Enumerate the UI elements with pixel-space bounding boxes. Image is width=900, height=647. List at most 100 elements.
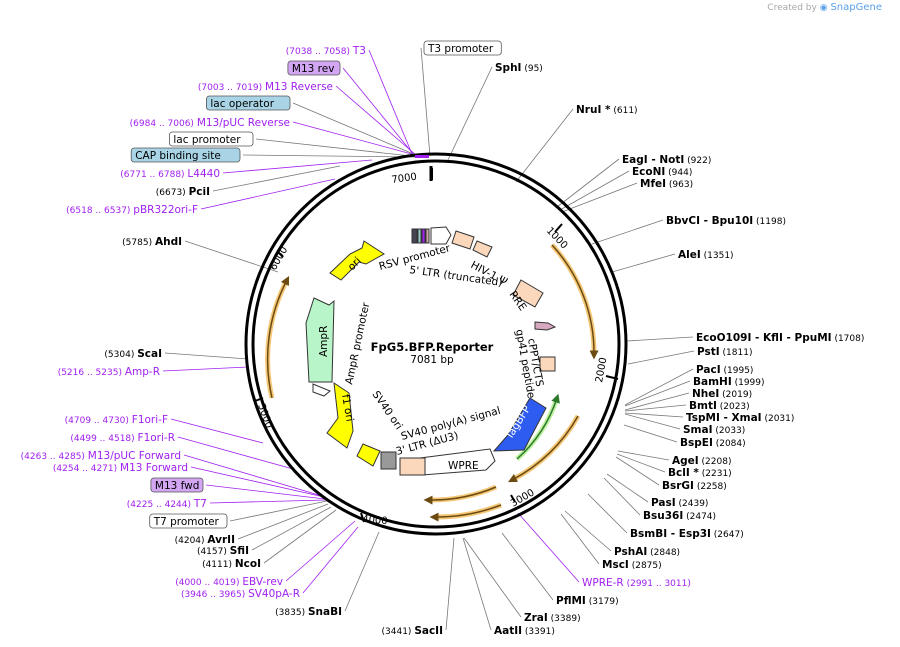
label-m13rev[interactable]: M13 rev xyxy=(287,60,341,76)
label-m13puc[interactable]: (6984 .. 7006) M13/pUC Reverse xyxy=(130,117,290,129)
label-pos-f1orir: (4499 .. 4518) xyxy=(70,434,137,444)
label-text-f1orif: (4709 .. 4730) F1ori-F xyxy=(65,414,168,426)
rre-block xyxy=(512,279,544,308)
label-m13f[interactable]: (4254 .. 4271) M13 Forward xyxy=(53,462,188,474)
label-bmti[interactable]: BmtI (2023) xyxy=(689,400,750,412)
label-nrui[interactable]: NruI * (611) xyxy=(576,104,638,116)
label-text-t3: (7038 .. 7058) T3 xyxy=(286,45,366,57)
label-text-snabi: (3835) SnaBI xyxy=(275,606,342,618)
label-bsrgi[interactable]: BsrGI (2258) xyxy=(662,480,727,492)
label-m13fwd[interactable]: M13 fwd xyxy=(150,477,204,493)
label-t3[interactable]: (7038 .. 7058) T3 xyxy=(286,45,366,57)
label-m13reverse[interactable]: (7003 .. 7019) M13 Reverse xyxy=(198,81,333,93)
label-alei[interactable]: AleI (1351) xyxy=(678,249,734,261)
label-sv40pa[interactable]: (3946 .. 3965) SV40pA-R xyxy=(181,588,300,600)
label-text-wprer: WPRE-R (2991 .. 3011) xyxy=(582,577,691,589)
label-scai[interactable]: (5304) ScaI xyxy=(104,348,162,360)
label-text-t7: (4225 .. 4244) T7 xyxy=(127,498,207,510)
label-sphi[interactable]: SphI (95) xyxy=(495,62,543,74)
label-pos-bamhi: (1999) xyxy=(732,378,765,388)
label-t7prom[interactable]: T7 promoter xyxy=(149,513,228,529)
label-l4440[interactable]: (6771 .. 6788) L4440 xyxy=(120,168,220,180)
label-t3prom[interactable]: T3 promoter xyxy=(423,40,502,56)
label-text-t3prom: T3 promoter xyxy=(427,43,494,55)
label-sv40ori: SV40 ori xyxy=(370,389,405,432)
label-name-bbvci: BbvCI - Bpu10I xyxy=(666,215,753,227)
label-bcli[interactable]: BclI * (2231) xyxy=(668,467,732,479)
label-eagi[interactable]: EagI - NotI (922) xyxy=(622,154,711,166)
ltr5-block xyxy=(451,230,475,250)
label-smai[interactable]: SmaI (2033) xyxy=(683,424,745,436)
leader-ncoi xyxy=(263,509,337,564)
label-pcii[interactable]: (6673) PciI xyxy=(156,186,210,198)
label-name-bsrgi: BsrGI xyxy=(662,480,694,492)
leader-lacop xyxy=(292,102,419,157)
leader-t3 xyxy=(368,49,413,155)
label-snabi[interactable]: (3835) SnaBI xyxy=(275,606,342,618)
label-sacii[interactable]: (3441) SacII xyxy=(382,625,443,637)
label-text-aatii: AatII (3391) xyxy=(494,625,555,637)
label-psti[interactable]: PstI (1811) xyxy=(697,346,752,358)
leader-bbvci xyxy=(591,219,664,245)
label-text-ahdi: (5785) AhdI xyxy=(122,236,182,248)
label-name-ebv: EBV-rev xyxy=(242,576,283,588)
label-pos-sacii: (3441) xyxy=(382,627,415,637)
label-pos-aatii: (3391) xyxy=(522,627,555,637)
leader-m13rev xyxy=(342,67,415,156)
label-name-bcli: BclI * xyxy=(668,467,699,479)
label-ebv[interactable]: (4000 .. 4019) EBV-rev xyxy=(175,576,283,588)
leader-nhei xyxy=(624,392,690,411)
snapgene-logo-icon: ◉ xyxy=(819,3,828,13)
label-text-pshai: PshAI (2848) xyxy=(614,546,680,558)
leader-ahdi xyxy=(184,240,279,273)
leader-cap xyxy=(242,154,416,158)
label-econi[interactable]: EcoNI (944) xyxy=(632,166,692,178)
label-aatii[interactable]: AatII (3391) xyxy=(494,625,555,637)
label-agei[interactable]: AgeI (2208) xyxy=(672,455,731,467)
label-nhei[interactable]: NheI (2019) xyxy=(692,388,752,400)
label-zrai[interactable]: ZraI (3389) xyxy=(524,612,581,624)
label-f1orif[interactable]: (4709 .. 4730) F1ori-F xyxy=(65,414,168,426)
leader-tspmi xyxy=(624,412,684,418)
label-pflmi[interactable]: PflMI (3179) xyxy=(556,595,619,607)
label-pasi[interactable]: PasI (2439) xyxy=(651,497,708,509)
label-bsu36i[interactable]: Bsu36I (2474) xyxy=(643,510,716,522)
label-pos-econi: (944) xyxy=(665,168,692,178)
label-name-snabi: SnaBI xyxy=(308,606,342,618)
label-ecoo[interactable]: EcoO109I - KflI - PpuMI (1708) xyxy=(696,332,864,344)
label-lacop[interactable]: lac operator xyxy=(205,95,291,111)
label-pos-wprer: (2991 .. 3011) xyxy=(624,579,691,589)
label-ncoi[interactable]: (4111) NcoI xyxy=(202,558,261,570)
label-bspei[interactable]: BspEI (2084) xyxy=(680,437,746,449)
label-bbvci[interactable]: BbvCI - Bpu10I (1198) xyxy=(666,215,786,227)
label-wprer[interactable]: WPRE-R (2991 .. 3011) xyxy=(582,577,691,589)
label-tspmi[interactable]: TspMI - XmaI (2031) xyxy=(686,412,794,424)
label-msci[interactable]: MscI (2875) xyxy=(602,559,662,571)
label-name-tspmi: TspMI - XmaI xyxy=(686,412,762,424)
label-f1orir[interactable]: (4499 .. 4518) F1ori-R xyxy=(70,432,175,444)
label-sfii[interactable]: (4157) SfiI xyxy=(197,545,249,557)
label-avrii[interactable]: (4204) AvrII xyxy=(175,534,235,546)
label-pos-bbvci: (1198) xyxy=(753,217,786,227)
label-pbr[interactable]: (6518 .. 6537) pBR322ori-F xyxy=(66,204,198,216)
label-pos-nrui: (611) xyxy=(611,106,638,116)
label-text-pasi: PasI (2439) xyxy=(651,497,708,509)
label-mfei[interactable]: MfeI (963) xyxy=(640,178,693,190)
label-text-m13f: (4254 .. 4271) M13 Forward xyxy=(53,462,188,474)
label-bsmbi[interactable]: BsmBI - Esp3I (2647) xyxy=(630,528,744,540)
psi-block xyxy=(472,240,493,258)
leader-pflmi xyxy=(501,532,554,601)
leader-t7prom xyxy=(229,500,328,522)
leader-econi xyxy=(559,170,630,211)
label-paci[interactable]: PacI (1995) xyxy=(696,364,753,376)
label-ampr[interactable]: (5216 .. 5235) Amp-R xyxy=(58,366,160,378)
label-pshai[interactable]: PshAI (2848) xyxy=(614,546,680,558)
label-lacprom[interactable]: lac promoter xyxy=(168,131,254,147)
primer-arcs xyxy=(265,243,599,522)
label-cap[interactable]: CAP binding site xyxy=(130,147,241,163)
label-ahdi[interactable]: (5785) AhdI xyxy=(122,236,182,248)
label-t7[interactable]: (4225 .. 4244) T7 xyxy=(127,498,207,510)
label-m13pucf[interactable]: (4263 .. 4285) M13/pUC Forward xyxy=(21,450,181,462)
label-bamhi[interactable]: BamHI (1999) xyxy=(693,376,765,388)
label-text-ampr: (5216 .. 5235) Amp-R xyxy=(58,366,160,378)
